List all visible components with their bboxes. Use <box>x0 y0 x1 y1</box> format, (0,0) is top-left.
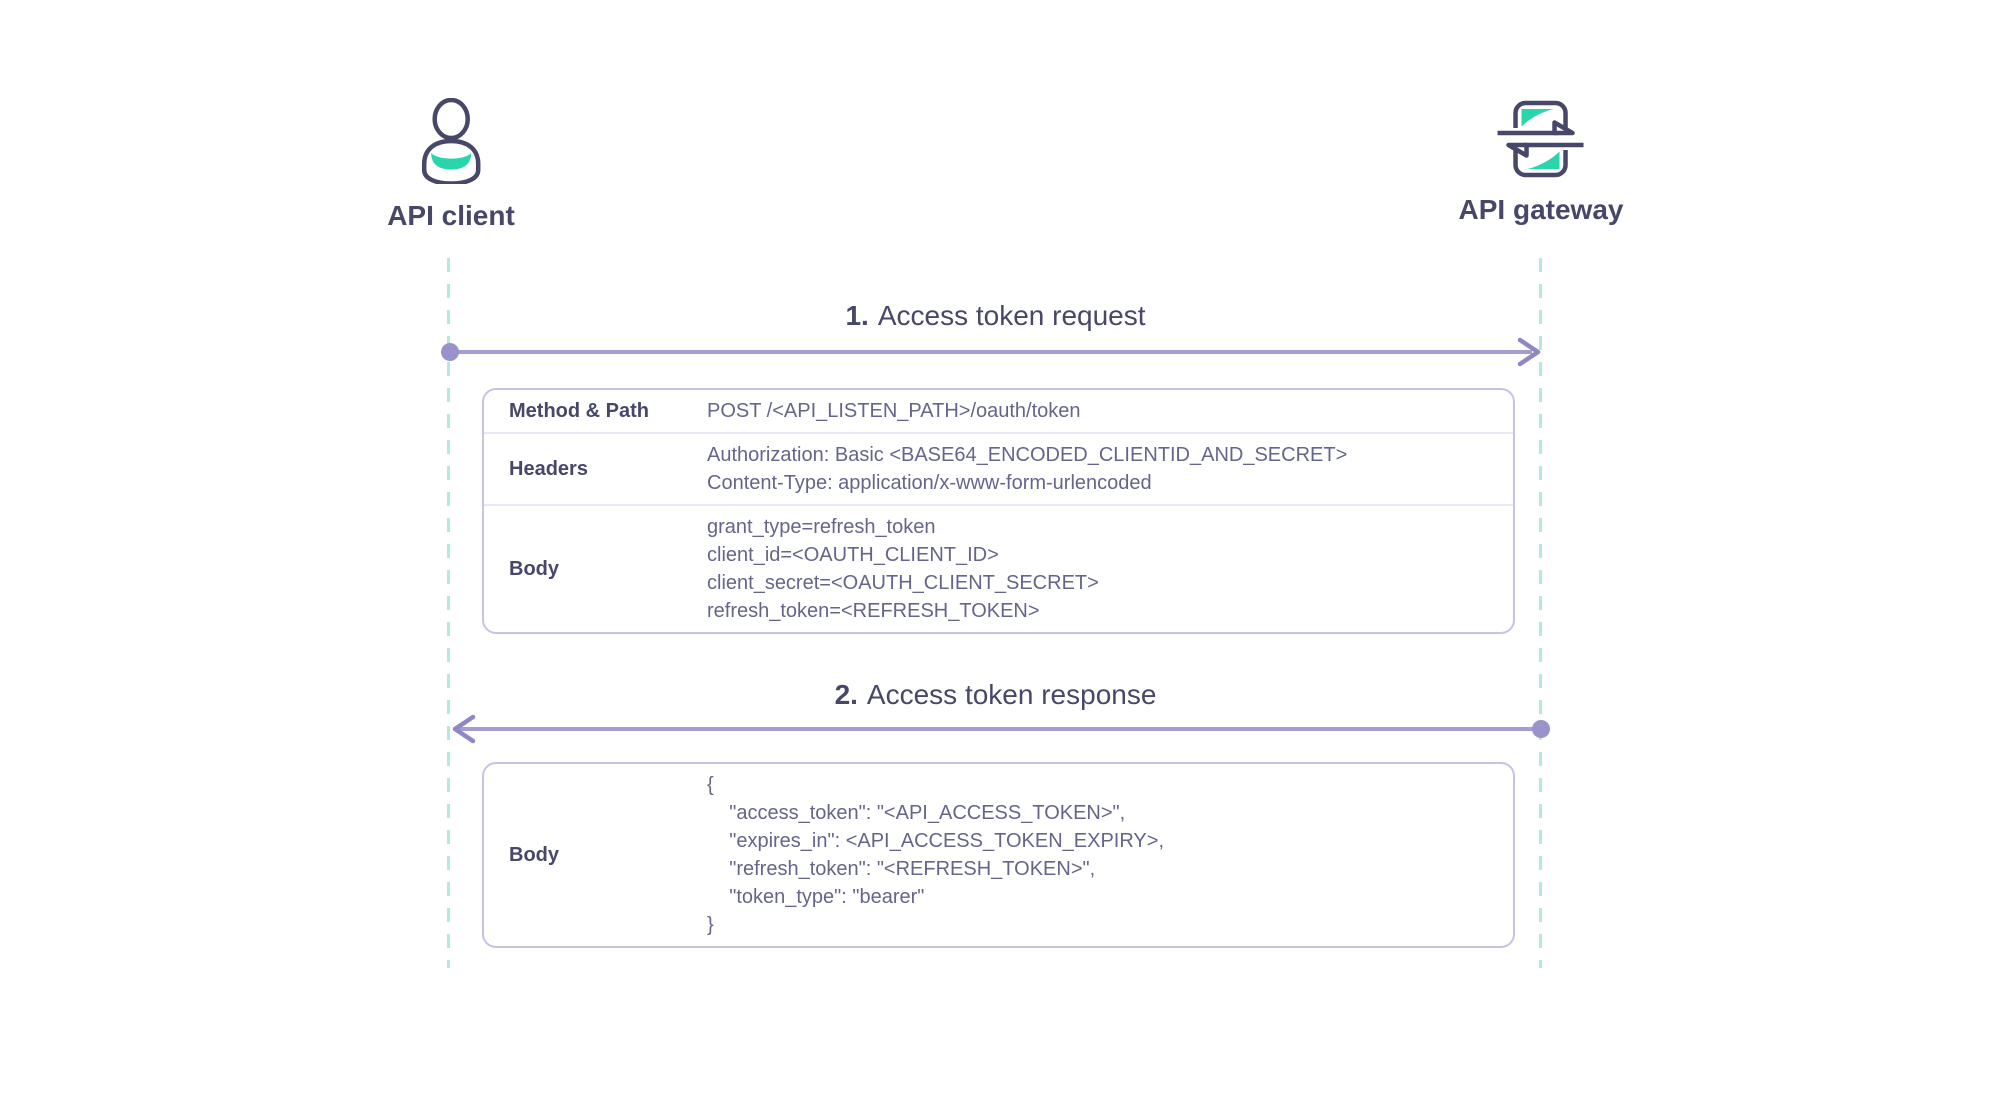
table-value-line: refresh_token=<REFRESH_TOKEN> <box>707 600 1040 622</box>
table-value-line: { <box>707 774 714 796</box>
table-row: Body { "access_token": "<API_ACCESS_TOKE… <box>484 764 1513 946</box>
actor-label-api-client: API client <box>387 200 515 231</box>
lifeline-api-client <box>447 258 450 968</box>
table-row: Headers Authorization: Basic <BASE64_ENC… <box>484 432 1513 504</box>
table-row: Body grant_type=refresh_token client_id=<… <box>484 504 1513 632</box>
actor-api-client: API client <box>387 98 515 232</box>
response-details-table: Body { "access_token": "<API_ACCESS_TOKE… <box>482 762 1515 948</box>
actor-api-gateway: API gateway <box>1458 100 1624 226</box>
table-value-line: "access_token": "<API_ACCESS_TOKEN>", <box>707 802 1126 824</box>
table-row-label: Body <box>509 557 559 580</box>
table-value-line: "token_type": "bearer" <box>707 886 925 908</box>
table-value-line: "expires_in": <API_ACCESS_TOKEN_EXPIRY>, <box>707 830 1165 852</box>
gateway-sync-icon <box>1495 100 1586 178</box>
table-value-line: "refresh_token": "<REFRESH_TOKEN>", <box>707 858 1096 880</box>
table-row-label: Headers <box>509 457 588 480</box>
table-value-line: Content-Type: application/x-www-form-url… <box>707 472 1152 494</box>
table-value-line: POST /<API_LISTEN_PATH>/oauth/token <box>707 400 1081 422</box>
message-1-number: 1. <box>845 300 869 331</box>
message-1-title: 1. Access token request <box>450 300 1541 332</box>
request-arrow <box>441 337 1541 367</box>
table-row-label: Body <box>509 843 559 866</box>
table-row: Method & Path POST /<API_LISTEN_PATH>/oa… <box>484 390 1513 432</box>
message-2-number: 2. <box>834 679 858 710</box>
table-value-line: Authorization: Basic <BASE64_ENCODED_CLI… <box>707 444 1348 466</box>
table-row-value: { "access_token": "<API_ACCESS_TOKEN>", … <box>707 771 1164 939</box>
table-row-value: POST /<API_LISTEN_PATH>/oauth/token <box>707 397 1081 425</box>
response-arrow <box>452 714 1550 744</box>
message-2-title: 2. Access token response <box>450 679 1541 711</box>
message-2-text: Access token response <box>866 679 1157 710</box>
table-value-line: grant_type=refresh_token <box>707 516 936 538</box>
table-row-value: Authorization: Basic <BASE64_ENCODED_CLI… <box>707 441 1347 497</box>
table-row-value: grant_type=refresh_token client_id=<OAUTH… <box>707 513 1099 625</box>
actor-label-api-gateway: API gateway <box>1458 194 1624 225</box>
table-value-line: } <box>707 914 714 936</box>
table-value-line: client_id=<OAUTH_CLIENT_ID> <box>707 544 999 566</box>
lifeline-api-gateway <box>1539 258 1542 968</box>
table-value-line: client_secret=<OAUTH_CLIENT_SECRET> <box>707 572 1099 594</box>
table-row-label: Method & Path <box>509 399 649 422</box>
person-icon <box>421 98 481 184</box>
message-1-text: Access token request <box>877 300 1146 331</box>
request-details-table: Method & Path POST /<API_LISTEN_PATH>/oa… <box>482 388 1515 634</box>
